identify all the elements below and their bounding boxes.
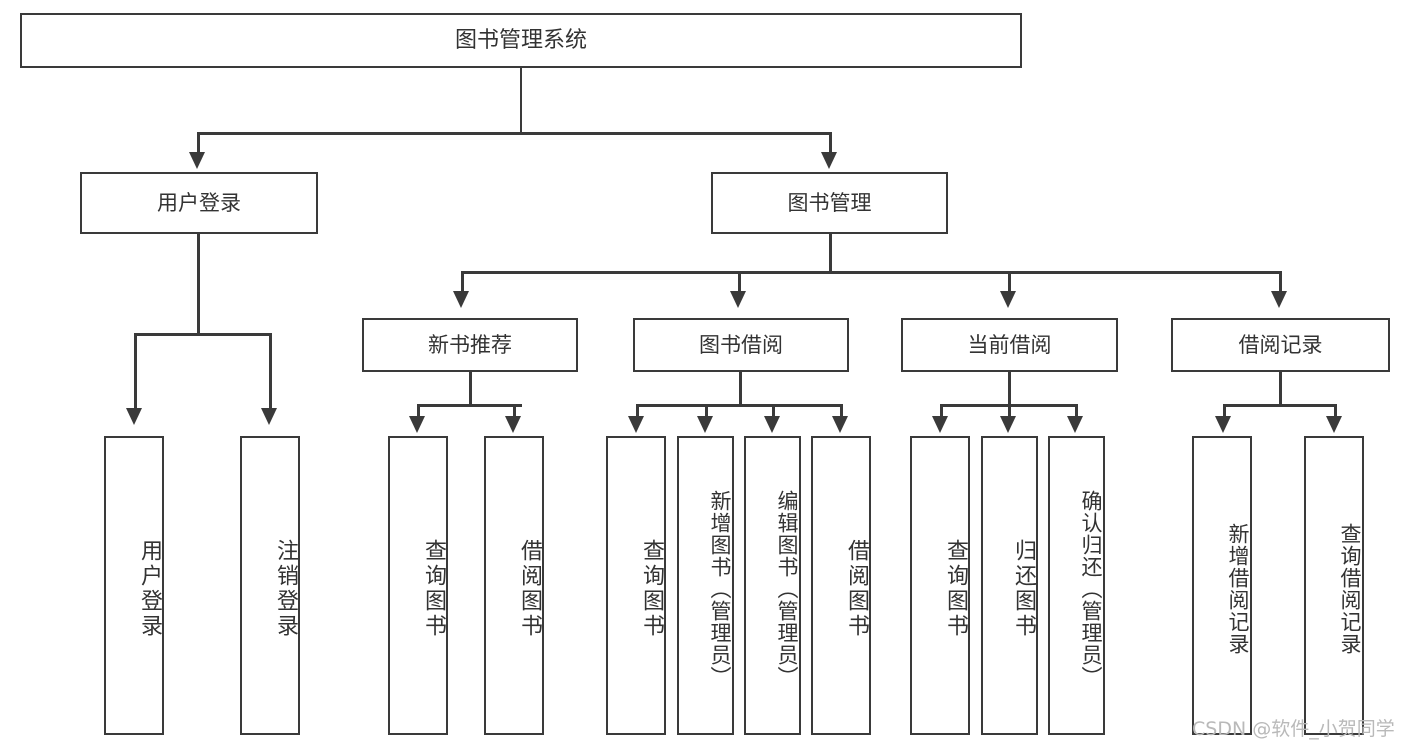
node-label: 查询图书 [421, 538, 446, 639]
connector-user-login-bus [134, 333, 271, 336]
arrowhead-book-manage-to-book-borrow [730, 291, 746, 308]
node-label: 归还图书 [1011, 538, 1036, 639]
node-book-borrow[interactable]: 图书借阅 [633, 318, 849, 372]
csdn-watermark: CSDN @软件_小贺同学 [1192, 718, 1395, 740]
node-label: 借阅图书 [517, 538, 542, 639]
leaf-node-query-book-current[interactable]: 查询图书 [910, 436, 970, 735]
connector-root-to-user-login [197, 132, 200, 154]
connector-current-borrow-to-leaf2 [1008, 404, 1011, 418]
arrowhead-new-book-to-leaf1 [409, 416, 425, 433]
node-label: 借阅记录 [1238, 332, 1323, 357]
connector-book-manage-bus [461, 271, 1280, 274]
node-book-management[interactable]: 图书管理 [711, 172, 948, 234]
node-label: 编辑图书（管理员） [775, 489, 799, 688]
connector-book-borrow-to-leaf4 [840, 404, 843, 418]
arrowhead-new-book-to-leaf2 [505, 416, 521, 433]
leaf-node-query-book-borrow[interactable]: 查询图书 [606, 436, 666, 735]
connector-user-login-to-leaf2 [269, 333, 272, 410]
connector-book-borrow-to-leaf1 [636, 404, 639, 418]
arrowhead-current-borrow-to-leaf2 [1000, 416, 1016, 433]
connector-user-login-stem [197, 234, 200, 335]
connector-book-borrow-bus [636, 404, 842, 407]
connector-borrow-record-bus [1223, 404, 1336, 407]
connector-borrow-record-to-leaf1 [1223, 404, 1226, 418]
leaf-node-borrow-book-new[interactable]: 借阅图书 [484, 436, 544, 735]
connector-current-borrow-stem [1008, 372, 1011, 406]
node-label: 查询图书 [639, 538, 664, 639]
leaf-node-borrow-book[interactable]: 借阅图书 [811, 436, 871, 735]
leaf-node-logout-login[interactable]: 注销登录 [240, 436, 300, 735]
connector-book-borrow-stem [739, 372, 742, 406]
node-borrow-record[interactable]: 借阅记录 [1171, 318, 1390, 372]
arrowhead-book-borrow-to-leaf3 [764, 416, 780, 433]
connector-current-borrow-to-leaf3 [1075, 404, 1078, 418]
node-label: 查询借阅记录 [1338, 522, 1362, 655]
arrowhead-user-login-to-leaf1 [126, 408, 142, 425]
connector-user-login-to-leaf1 [134, 333, 137, 410]
connector-book-manage-to-borrow-record [1279, 271, 1282, 293]
arrowhead-borrow-record-to-leaf2 [1326, 416, 1342, 433]
connector-new-book-bus [417, 404, 522, 407]
node-label: 借阅图书 [844, 538, 869, 639]
connector-book-borrow-to-leaf3 [772, 404, 775, 418]
node-label: 用户登录 [157, 190, 241, 215]
node-current-borrow[interactable]: 当前借阅 [901, 318, 1118, 372]
leaf-node-add-book-admin[interactable]: 新增图书（管理员） [677, 436, 734, 735]
connector-book-borrow-to-leaf2 [705, 404, 708, 418]
connector-book-manage-to-new-book [461, 271, 464, 293]
node-label: 图书管理系统 [454, 27, 587, 53]
connector-new-book-to-leaf1 [417, 404, 420, 418]
connector-book-manage-stem [829, 234, 832, 273]
connector-new-book-to-leaf2 [513, 404, 516, 418]
node-label: 图书借阅 [699, 332, 783, 357]
arrowhead-borrow-record-to-leaf1 [1215, 416, 1231, 433]
leaf-node-edit-book-admin[interactable]: 编辑图书（管理员） [744, 436, 801, 735]
node-label: 查询图书 [943, 538, 968, 639]
arrowhead-root-to-book-manage [821, 152, 837, 169]
node-book-management-system[interactable]: 图书管理系统 [20, 13, 1022, 68]
node-label: 新增借阅记录 [1226, 522, 1250, 655]
leaf-node-user-login[interactable]: 用户登录 [104, 436, 164, 735]
node-label: 用户登录 [137, 538, 162, 639]
arrowhead-book-manage-to-new-book [453, 291, 469, 308]
arrowhead-current-borrow-to-leaf1 [932, 416, 948, 433]
node-label: 新书推荐 [428, 332, 512, 357]
leaf-node-return-book[interactable]: 归还图书 [981, 436, 1038, 735]
node-label: 新增图书（管理员） [708, 489, 732, 688]
connector-root-bus [197, 132, 831, 135]
connector-current-borrow-to-leaf1 [940, 404, 943, 418]
connector-borrow-record-to-leaf2 [1334, 404, 1337, 418]
node-label: 图书管理 [787, 190, 872, 215]
connector-new-book-stem [469, 372, 472, 406]
connector-borrow-record-stem [1279, 372, 1282, 406]
node-new-book-recommend[interactable]: 新书推荐 [362, 318, 578, 372]
node-label: 注销登录 [273, 538, 298, 639]
connector-book-manage-to-current-borrow [1008, 271, 1011, 293]
arrowhead-book-manage-to-borrow-record [1271, 291, 1287, 308]
leaf-node-confirm-return-admin[interactable]: 确认归还（管理员） [1048, 436, 1105, 735]
arrowhead-root-to-user-login [189, 152, 205, 169]
arrowhead-book-manage-to-current-borrow [1000, 291, 1016, 308]
node-user-login[interactable]: 用户登录 [80, 172, 318, 234]
arrowhead-book-borrow-to-leaf2 [697, 416, 713, 433]
connector-book-manage-to-book-borrow [738, 271, 741, 293]
node-label: 确认归还（管理员） [1079, 489, 1103, 688]
leaf-node-add-borrow-record[interactable]: 新增借阅记录 [1192, 436, 1252, 735]
connector-root-stem [519, 68, 522, 134]
arrowhead-book-borrow-to-leaf4 [832, 416, 848, 433]
node-label: 当前借阅 [967, 332, 1052, 357]
connector-root-to-book-manage [829, 132, 832, 154]
leaf-node-query-borrow-record[interactable]: 查询借阅记录 [1304, 436, 1364, 735]
leaf-node-query-book-new[interactable]: 查询图书 [388, 436, 448, 735]
arrowhead-user-login-to-leaf2 [261, 408, 277, 425]
arrowhead-book-borrow-to-leaf1 [628, 416, 644, 433]
arrowhead-current-borrow-to-leaf3 [1067, 416, 1083, 433]
